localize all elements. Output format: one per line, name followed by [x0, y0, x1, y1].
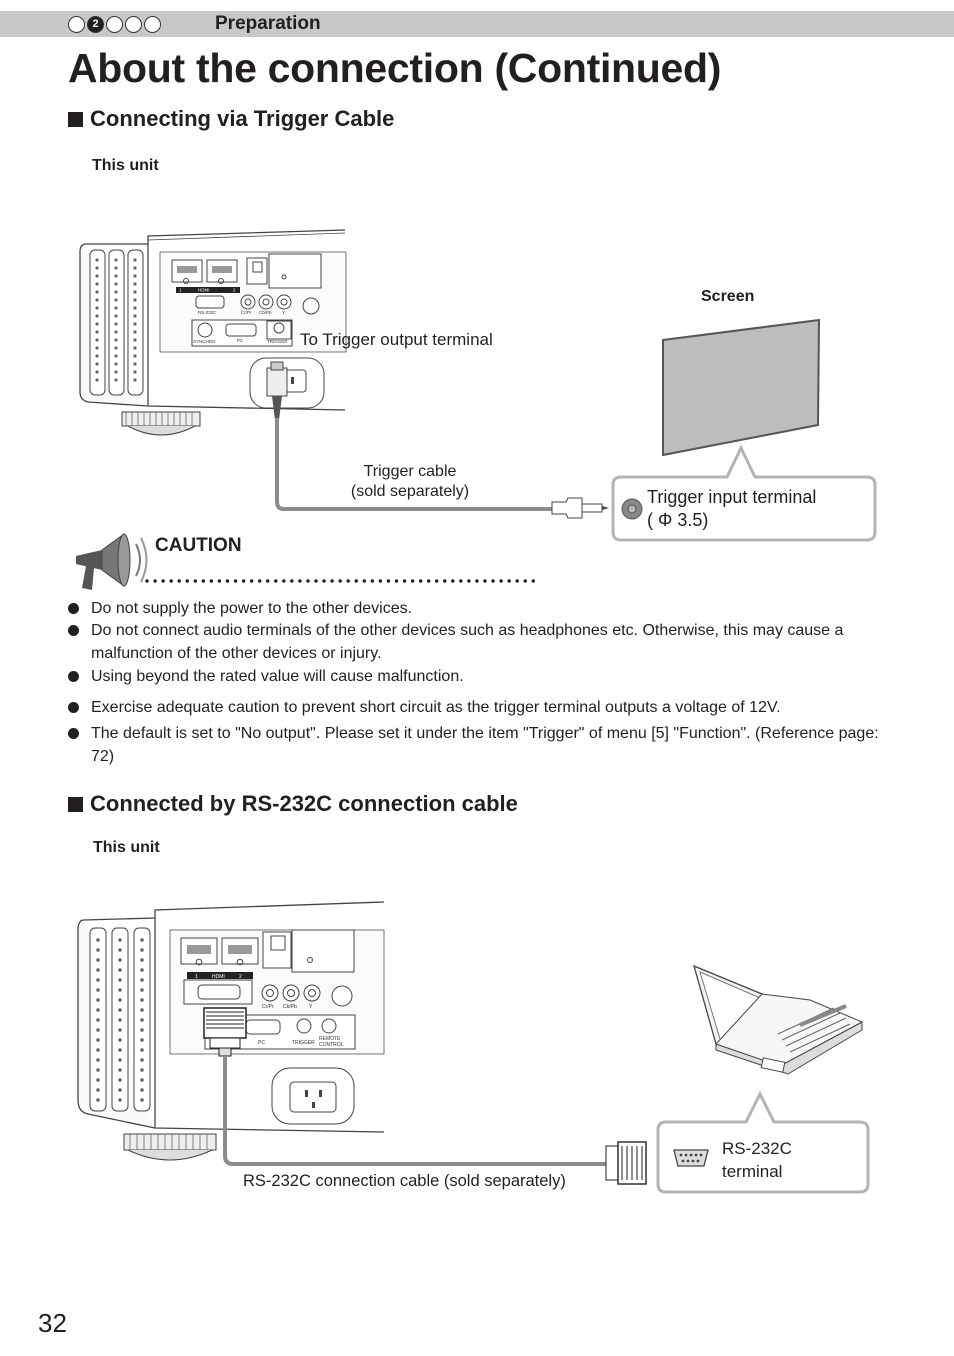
caution-bullet-text: Using beyond the rated value will cause …: [91, 668, 464, 685]
section-label: Preparation: [215, 13, 321, 34]
trigger-input-line1: Trigger input terminal: [647, 487, 817, 507]
panel2-hdmi-2: 2: [239, 974, 242, 980]
bullet-dot-icon: [68, 625, 79, 636]
trigger-input-line2: ( Φ 3.5): [647, 510, 709, 530]
page-title: About the connection (Continued): [68, 45, 722, 91]
rs232-diagram: 1 HDMI 2 Cr/Pr Cb/Pb Y PC TRIGGER REMOTE…: [77, 901, 870, 1194]
laptop-illustration: [693, 964, 864, 1075]
panel-hdmi-1: 1: [179, 288, 182, 293]
panel2-remote-line1: REMOTE: [319, 1036, 341, 1042]
rs232-terminal-line1: RS-232C: [722, 1139, 792, 1158]
caution-title: CAUTION: [155, 535, 242, 556]
page-number: 32: [38, 1308, 67, 1338]
megaphone-icon: [76, 533, 148, 590]
trigger-cable: [266, 361, 609, 519]
step-4-circle: [125, 15, 142, 33]
caution-bullet-text: Exercise adequate caution to prevent sho…: [91, 699, 781, 716]
panel-y-label: Y: [282, 310, 285, 315]
projector-rear-illustration: [79, 229, 347, 436]
panel-hdmi-label: HDMI: [198, 288, 210, 293]
bullet-dot-icon: [68, 603, 79, 614]
bullet-dot-icon: [68, 671, 79, 682]
square-bullet-icon: [68, 796, 83, 812]
rs232-terminal-text: RS-232C terminal: [722, 1137, 792, 1183]
panel2-pc-label: PC: [258, 1040, 265, 1046]
panel2-hdmi-label: HDMI: [212, 974, 225, 980]
bullet-dot-icon: [68, 728, 79, 739]
screen-label: Screen: [701, 288, 755, 305]
rs232-heading-text: Connected by RS-232C connection cable: [90, 791, 518, 816]
trigger-section-heading: Connecting via Trigger Cable: [68, 105, 394, 133]
panel2-hdmi-1: 1: [195, 974, 198, 980]
panel-pc-label: PC: [237, 338, 244, 343]
projection-screen: [662, 318, 821, 457]
trigger-input-text: Trigger input terminal ( Φ 3.5): [647, 486, 816, 532]
this-unit-label: This unit: [92, 157, 159, 174]
panel2-y-label: Y: [309, 1004, 313, 1010]
step-3-circle: [106, 15, 123, 33]
step-indicator: 2: [68, 14, 163, 34]
rs232-cable-label: RS-232C connection cable (sold separatel…: [243, 1172, 566, 1190]
to-trigger-output-label: To Trigger output terminal: [300, 330, 493, 349]
this-unit-label-2: This unit: [93, 839, 160, 856]
panel2-trigger-label: TRIGGER: [292, 1040, 315, 1046]
trigger-cable-line1: Trigger cable: [363, 463, 457, 480]
rs232-terminal-callout: [656, 1090, 870, 1194]
panel-rs232c-label: RS-232C: [198, 310, 217, 315]
trigger-cable-label: Trigger cable (sold separately): [340, 462, 480, 502]
caution-bullet-2: Do not connect audio terminals of the ot…: [68, 619, 888, 665]
projector-rear-illustration-2: [77, 901, 385, 1161]
panel2-cbpb-label: Cb/Pb: [283, 1004, 297, 1010]
trigger-heading-text: Connecting via Trigger Cable: [90, 106, 395, 131]
trigger-diagram: 1 HDMI 2 RS-232C Cr/Pr Cb/Pb Y SYNCHRO P…: [79, 229, 877, 542]
step-5-circle: [144, 15, 161, 33]
serial-port-icon: [673, 1149, 709, 1167]
square-bullet-icon: [68, 111, 83, 127]
bullet-dot-icon: [68, 702, 79, 713]
caution-bullet-text: Do not supply the power to the other dev…: [91, 600, 413, 617]
rs232-terminal-line2: terminal: [722, 1162, 783, 1181]
caution-bullet-3: Using beyond the rated value will cause …: [68, 665, 888, 688]
step-1-circle: [68, 15, 85, 33]
panel-cbpb-label: Cb/Pb: [259, 310, 272, 315]
trigger-input-callout: [611, 444, 877, 542]
panel2-crpr-label: Cr/Pr: [262, 1004, 274, 1010]
panel-trigger-label: TRIGGER: [267, 339, 288, 344]
panel2-remote-line2: CONTROL: [319, 1042, 344, 1048]
caution-bullet-4: Exercise adequate caution to prevent sho…: [68, 696, 888, 719]
caution-bullet-5: The default is set to "No output". Pleas…: [68, 722, 888, 768]
panel-hdmi-2: 2: [233, 288, 236, 293]
caution-bullet-text: Do not connect audio terminals of the ot…: [91, 622, 844, 662]
trigger-cable-line2: (sold separately): [350, 483, 470, 500]
caution-bullet-1: Do not supply the power to the other dev…: [68, 597, 888, 620]
step-2-circle: 2: [87, 15, 104, 33]
caution-bullet-text: The default is set to "No output". Pleas…: [91, 725, 879, 765]
panel-crpr-label: Cr/Pr: [241, 310, 252, 315]
caution-divider: [143, 578, 538, 584]
rs232-cable: [203, 1007, 647, 1185]
panel-synchro-label: SYNCHRO: [193, 339, 216, 344]
rs232-section-heading: Connected by RS-232C connection cable: [68, 790, 518, 818]
